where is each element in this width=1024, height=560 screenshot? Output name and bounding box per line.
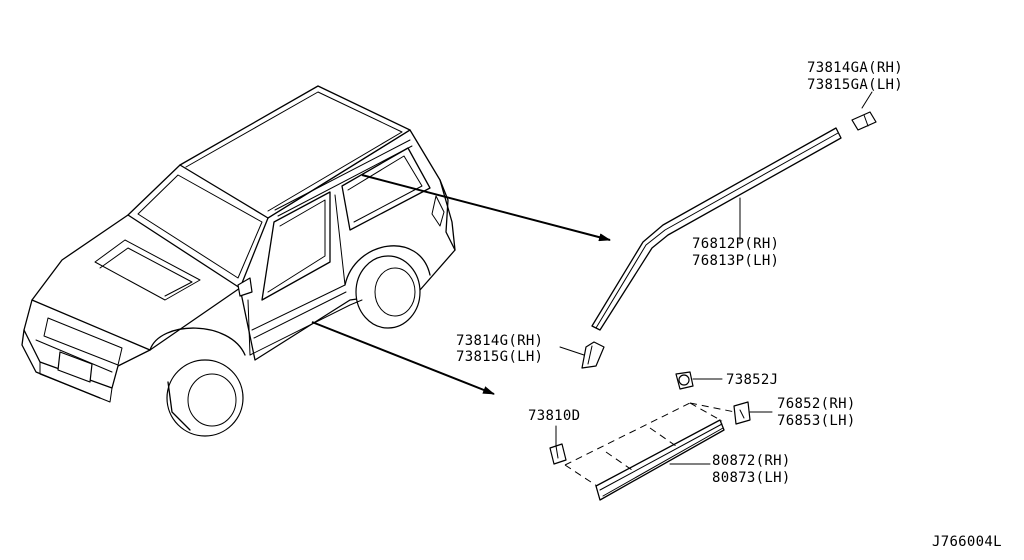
part-labels: 73814GA(RH) 73815GA(LH) 76812P(RH) 76813… xyxy=(456,60,1002,550)
molding-end-cap-upper xyxy=(851,111,877,131)
label-73814ga-rh: 73814GA(RH) xyxy=(807,60,903,76)
label-76853-lh: 76853(LH) xyxy=(777,413,856,429)
label-76812p-rh: 76812P(RH) xyxy=(692,236,779,252)
label-73814g-rh: 73814G(RH) xyxy=(456,333,543,349)
retaining-clip xyxy=(549,443,567,465)
label-76852-rh: 76852(RH) xyxy=(777,396,856,412)
side-molding-end-cap xyxy=(733,401,751,425)
label-80872-rh: 80872(RH) xyxy=(712,453,791,469)
label-80873-lh: 80873(LH) xyxy=(712,470,791,486)
label-73815g-lh: 73815G(LH) xyxy=(456,349,543,365)
pointer-arrows xyxy=(311,174,611,395)
arrow-to-drip-molding xyxy=(361,174,611,242)
molding-clip-73852j xyxy=(675,371,694,390)
molding-end-cap-lower xyxy=(581,341,605,369)
label-73852j: 73852J xyxy=(726,372,778,388)
roof-drip-molding xyxy=(591,127,842,331)
arrow-to-side-molding xyxy=(311,321,495,395)
leader-lines xyxy=(555,91,873,465)
label-73815ga-lh: 73815GA(LH) xyxy=(807,77,903,93)
vehicle-illustration xyxy=(21,85,456,437)
label-76813p-lh: 76813P(LH) xyxy=(692,253,779,269)
body-side-molding xyxy=(564,402,736,501)
diagram-code: J766004L xyxy=(932,534,1002,550)
label-73810d: 73810D xyxy=(528,408,580,424)
